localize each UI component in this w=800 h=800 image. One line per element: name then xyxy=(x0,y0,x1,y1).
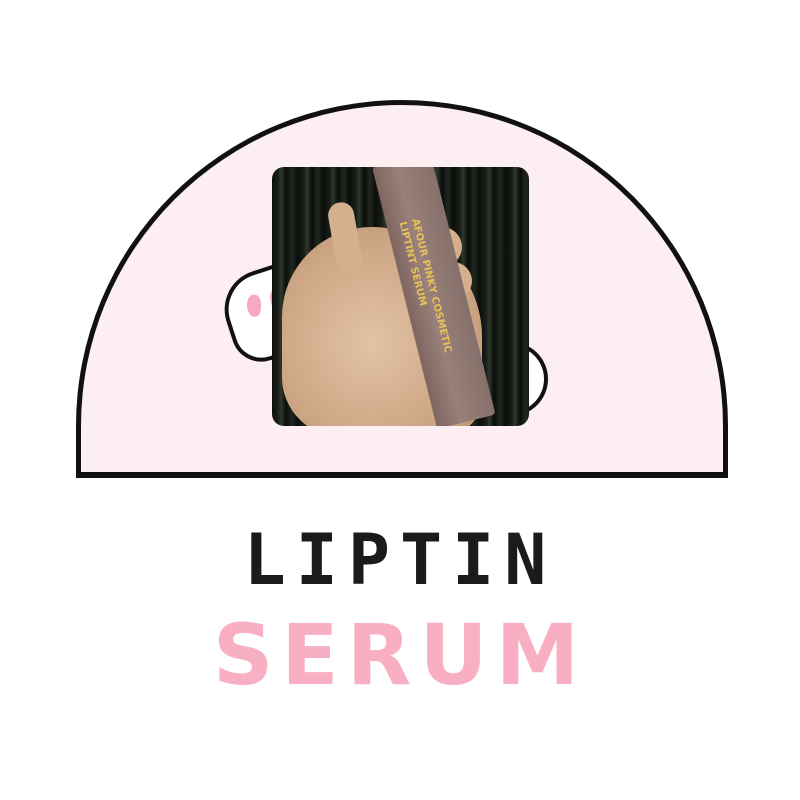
title-line-1: LIPTIN xyxy=(243,519,557,601)
pink-spot xyxy=(246,294,262,317)
product-photo: AFOUR PINKY COSMETIC LIPTINT SERUM xyxy=(272,167,529,426)
title-line-2: SERUM xyxy=(212,606,588,704)
